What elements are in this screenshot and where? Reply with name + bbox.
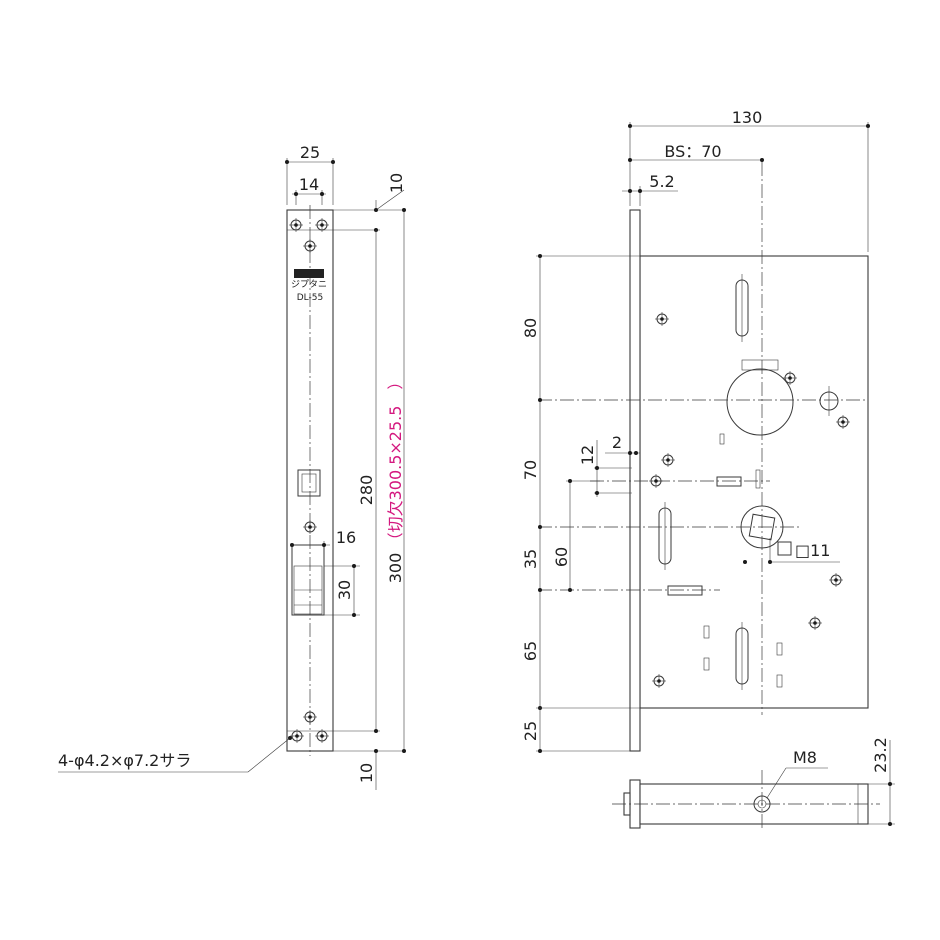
dim-plate-thickness: 5.2 [649,172,674,191]
dim-plate-width: 25 [300,143,320,162]
square-symbol-icon [777,541,792,556]
dim-latch-height: 30 [335,580,354,600]
deadbolt-slot [297,469,321,497]
forend-profile [629,209,641,752]
body-slot [658,502,672,570]
brand-logo-text: ジプタニ [291,279,327,290]
cutout-note: （切欠300.5×25.5 ） [386,374,405,549]
dim-bottom-margin: 10 [357,763,376,783]
hole-callout: 4-φ4.2×φ7.2サラ [58,751,191,770]
lock-body [639,255,869,709]
brand-logo: ジプタニ [291,269,327,290]
dim-v4: 65 [521,641,540,661]
body-pin [667,585,703,596]
spindle-hub [740,505,784,549]
bottom-view: M8 23.2 [612,737,895,830]
dim-thread: M8 [793,748,817,767]
dim-v1: 80 [521,318,540,338]
dim-backset: BS：70 [664,142,721,161]
dim-v3: 35 [521,549,540,569]
dim-top-margin: 10 [387,173,406,193]
body-slot [735,622,749,690]
dim-spindle: □11 [795,541,830,560]
latch-opening [291,544,325,616]
dim-v2: 70 [521,460,540,480]
thread-hole [753,795,771,813]
dim-12: 12 [578,445,597,465]
body-pin [716,476,742,487]
front-plate-view: ジプタニ DL-55 25 14 10 2 [58,143,406,790]
model-label: DL-55 [297,293,324,303]
top-hole [819,386,839,416]
dim-2: 2 [612,433,622,452]
cylinder-hole [726,359,794,436]
dim-60: 60 [552,547,571,567]
dim-thickness: 23.2 [871,737,890,773]
dim-total-depth: 130 [732,108,763,127]
dim-hole-span: 280 [357,475,376,506]
dim-inner-width: 14 [299,175,319,194]
dim-v5: 25 [521,721,540,741]
dim-latch-width: 16 [336,528,356,547]
body-slot [735,274,749,342]
dim-plate-length: 300 [386,553,405,584]
lock-body-view: 130 BS：70 5.2 80 70 35 65 25 60 12 [521,108,870,753]
